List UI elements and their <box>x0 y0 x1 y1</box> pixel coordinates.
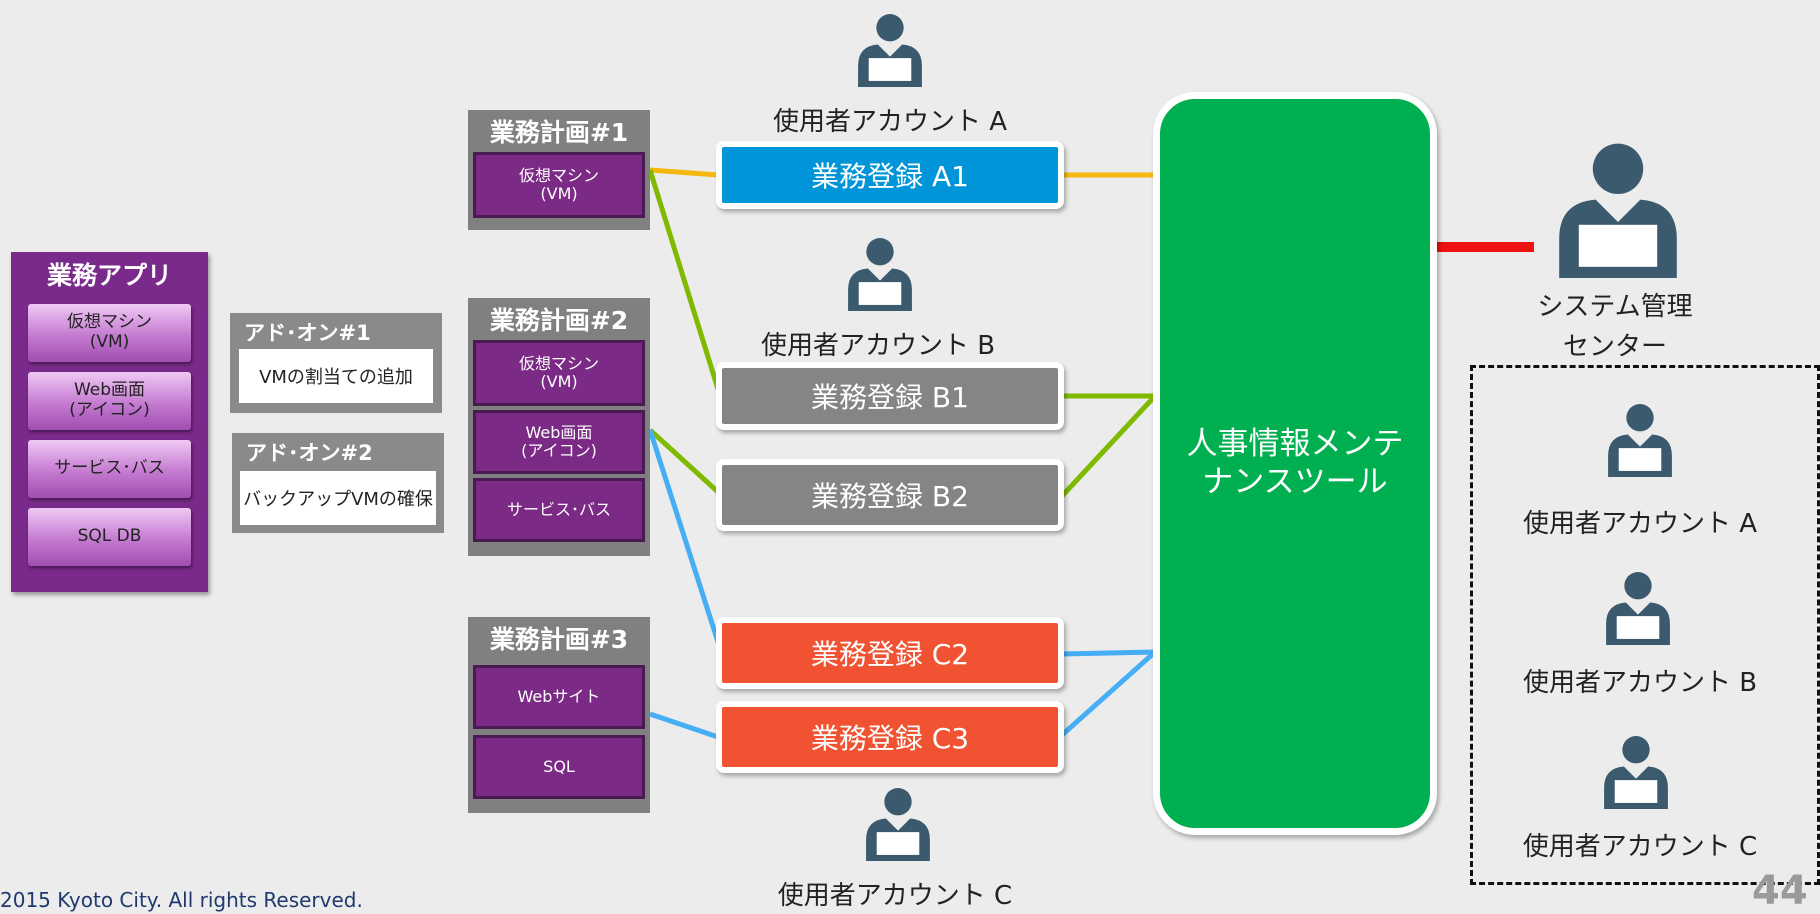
addon-2-title: アド･オン#2 <box>246 441 373 465</box>
user-a-icon <box>858 14 922 87</box>
plan-2-item-web: Web画面 (アイコン) <box>473 410 645 474</box>
plan-2-item-vm: 仮想マシン (VM) <box>473 340 645 406</box>
user-b-icon <box>848 238 912 311</box>
group-user-b-label: 使用者アカウント B <box>1522 668 1758 698</box>
plan-2-item-service-bus: サービス･バス <box>473 478 645 542</box>
plan-3-title: 業務計画#3 <box>489 625 629 654</box>
addon-1-body: VMの割当ての追加 <box>239 349 433 403</box>
registration-c2: 業務登録 C2 <box>716 617 1064 689</box>
connector-c2-tool <box>1061 649 1156 657</box>
connector-plan2-c2 <box>647 429 721 643</box>
user-b-label: 使用者アカウント B <box>760 331 996 361</box>
registration-b2: 業務登録 B2 <box>716 459 1064 531</box>
app-item-vm: 仮想マシン (VM) <box>28 304 191 362</box>
addon-1: アド･オン#1 VMの割当ての追加 <box>230 313 442 413</box>
plan-3: 業務計画#3 Webサイト SQL <box>468 617 650 813</box>
connector-plan3-c3 <box>649 711 719 740</box>
group-user-a-label: 使用者アカウント A <box>1522 509 1758 539</box>
connector-c3-tool <box>1060 650 1157 737</box>
app-item-sql: SQL DB <box>28 508 191 566</box>
hr-maintenance-tool: 人事情報メンテ ナンスツール <box>1153 92 1437 835</box>
plan-1-item-vm: 仮想マシン (VM) <box>473 152 645 218</box>
business-app-title: 業務アプリ <box>46 261 172 290</box>
group-user-a-icon <box>1608 404 1672 477</box>
business-app-box: 業務アプリ 仮想マシン (VM) Web画面 (アイコン) サービス･バス SQ… <box>11 252 208 592</box>
registration-a1: 業務登録 A1 <box>716 141 1064 209</box>
copyright-text: 2015 Kyoto City. All rights Reserved. <box>0 888 363 912</box>
group-user-b-icon <box>1606 572 1670 645</box>
registration-c3: 業務登録 C3 <box>716 701 1064 773</box>
connector-plan1-b1 <box>647 169 721 390</box>
user-a-label: 使用者アカウント A <box>772 107 1008 137</box>
app-item-service-bus: サービス･バス <box>28 440 191 498</box>
plan-1-title: 業務計画#1 <box>489 118 629 147</box>
plan-2-title: 業務計画#2 <box>489 306 629 335</box>
connector-plan2-b2 <box>648 428 720 494</box>
group-user-c-icon <box>1604 736 1668 809</box>
group-user-c-label: 使用者アカウント C <box>1522 832 1758 862</box>
user-c-icon <box>866 788 930 861</box>
addon-2-body: バックアップVMの確保 <box>240 471 436 525</box>
system-admin-label-1: システム管理 <box>1537 292 1693 322</box>
page-number: 44 <box>1752 868 1808 914</box>
user-c-label: 使用者アカウント C <box>777 881 1013 911</box>
system-admin-icon <box>1559 143 1677 278</box>
addon-1-title: アド･オン#1 <box>244 321 371 345</box>
app-item-web: Web画面 (アイコン) <box>28 372 191 430</box>
plan-1: 業務計画#1 仮想マシン (VM) <box>468 110 650 230</box>
user-accounts-group <box>1470 365 1820 885</box>
connector-plan1-a1 <box>649 167 719 178</box>
plan-3-item-website: Webサイト <box>473 665 645 729</box>
plan-3-item-sql: SQL <box>473 735 645 799</box>
connector-b2-tool <box>1060 394 1157 498</box>
registration-b1: 業務登録 B1 <box>716 362 1064 430</box>
plan-2: 業務計画#2 仮想マシン (VM) Web画面 (アイコン) サービス･バス <box>468 298 650 556</box>
system-admin-label-2: センター <box>1562 332 1667 362</box>
addon-2: アド･オン#2 バックアップVMの確保 <box>232 433 444 533</box>
